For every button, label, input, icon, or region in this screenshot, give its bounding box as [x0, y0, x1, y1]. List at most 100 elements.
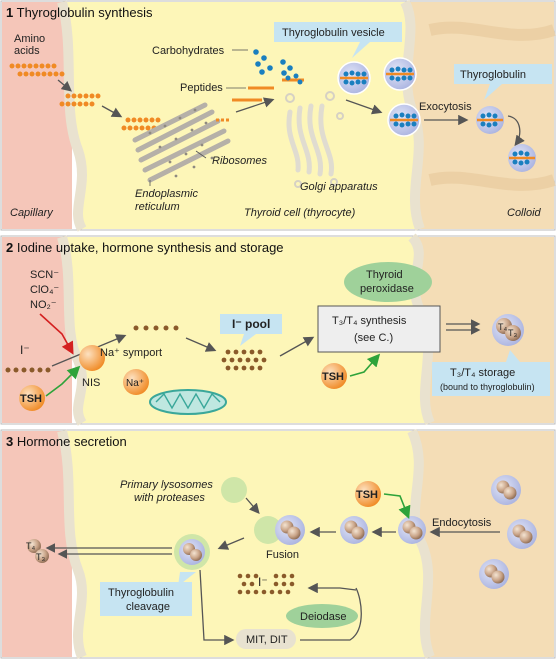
golgi-label: Golgi apparatus — [300, 181, 378, 193]
synthesis-label-2: (see C.) — [354, 332, 393, 344]
panel-2-title: 2 Iodine uptake, hormone synthesis and s… — [6, 240, 284, 255]
no2-label: NO₂⁻ — [30, 299, 57, 311]
iodide-dots-cell — [133, 325, 179, 331]
vesicle-callout — [274, 22, 402, 42]
arrow-to-golgi — [235, 97, 275, 113]
deiodase-label: Deiodase — [300, 611, 346, 623]
vesicle-1 — [337, 61, 371, 95]
cell-label: Thyroid cell (thyrocyte) — [244, 207, 356, 219]
arrow-to-exocytosis — [345, 99, 383, 115]
ribosomes-label: Ribosomes — [212, 155, 268, 167]
exocytosis-label: Exocytosis — [419, 101, 472, 113]
secondary-lysosome — [174, 534, 210, 570]
carbohydrates-label: Carbohydrates — [152, 45, 225, 57]
pool-label: I⁻ pool — [232, 317, 270, 331]
panel-2: 2 Iodine uptake, hormone synthesis and s… — [0, 233, 556, 426]
panel-1-title: 1 Thyroglobulin synthesis — [6, 5, 153, 20]
tsh-ball-1 — [19, 385, 45, 411]
ribosomes-pointer — [195, 150, 207, 159]
synthesis-box — [317, 305, 441, 353]
basal-membrane — [57, 0, 87, 232]
mit-dit-pill — [236, 629, 296, 649]
thyroglobulin-callout — [454, 64, 552, 84]
storage-label-2: (bound to thyroglobulin) — [440, 382, 535, 392]
to-cleavage-arrow — [217, 537, 245, 550]
mitochondrion — [149, 389, 227, 415]
t4-label: T₄ — [498, 322, 507, 332]
tsh-label-1: TSH — [20, 393, 42, 405]
cleavage-callout — [100, 582, 192, 616]
panel-3-title: 3 Hormone secretion — [6, 434, 127, 449]
panel-1: 1 Thyroglobulin synthesis Amino acids — [0, 0, 556, 232]
synthesis-label-1: T₃/T₄ synthesis — [332, 315, 407, 327]
peroxidase-label-2: peroxidase — [360, 283, 414, 295]
vesicle-2 — [383, 57, 417, 91]
iodide-pool — [221, 349, 267, 371]
thyroglobulin-label: Thyroglobulin — [460, 69, 526, 81]
ribosome-dots — [148, 108, 214, 178]
na-label: Na⁺ — [126, 378, 144, 389]
er-label-1: Endoplasmic — [135, 188, 198, 200]
tsh-stimulate-arrow-1 — [45, 365, 81, 397]
capillary-label: Capillary — [10, 207, 54, 219]
nis-transporter — [79, 345, 105, 371]
lysosomes-label-1: Primary lysosomes — [120, 479, 213, 491]
clo4-label: ClO₄⁻ — [30, 284, 59, 296]
to-pool-arrow — [185, 337, 217, 352]
scn-label: SCN⁻ — [30, 269, 59, 281]
thyroglobulin-colloid-1 — [476, 106, 504, 134]
peptides-label: Peptides — [180, 82, 223, 94]
iodide-dots-outside — [5, 367, 51, 373]
colloid-label: Colloid — [507, 207, 542, 219]
storage-label-1: T₃/T₄ storage — [450, 367, 515, 379]
tsh-label-3: TSH — [356, 489, 378, 501]
primary-lysosome — [221, 477, 247, 503]
arrow-colloid — [507, 115, 525, 147]
tsh-label-2: TSH — [322, 371, 344, 383]
inhibitor-arrow — [39, 313, 74, 355]
er-label-2: reticulum — [135, 201, 180, 213]
sodium-ion — [123, 369, 149, 395]
panel-3: 3 Hormone secretion Primary lysosomes wi… — [0, 428, 556, 659]
lysosomes-label-2: with proteases — [134, 492, 205, 504]
cleavage-label-1: Thyroglobulin — [108, 587, 174, 599]
thyroglobulin-colloid-2 — [508, 144, 536, 172]
fusion-label: Fusion — [266, 549, 299, 561]
tsh-stimulate-arrow-2 — [349, 353, 381, 377]
endoplasmic-reticulum — [132, 102, 231, 183]
fusion-complex — [254, 515, 305, 545]
t3-label: T₃ — [508, 328, 517, 338]
na-symport-label: Na⁺ symport — [100, 347, 162, 359]
released-hormones — [27, 539, 49, 563]
amino-label: Amino — [14, 33, 45, 45]
vesicle-3 — [387, 103, 421, 137]
to-deiodase-arrow — [300, 587, 362, 641]
to-synthesis-arrow — [279, 336, 315, 357]
iodide-recycled-label: I⁻ — [258, 575, 268, 589]
recycled-iodide — [237, 573, 295, 595]
to-mit-dit-arrow — [199, 569, 235, 646]
lysosome-arrow — [245, 497, 260, 514]
cleavage-label-2: cleavage — [126, 601, 170, 613]
vesicle-label: Thyroglobulin vesicle — [282, 27, 385, 39]
t3-released-label: T₃ — [36, 552, 45, 562]
capillary-region — [2, 2, 72, 229]
tsh-ball-3 — [355, 481, 381, 507]
deiodase-blob — [286, 604, 358, 628]
mit-dit-label: MIT, DIT — [246, 634, 288, 646]
arrow-amino-in — [57, 79, 72, 92]
pool-callout — [220, 314, 282, 334]
storage-callout — [432, 362, 550, 396]
amino-acid-chain — [9, 63, 161, 131]
colloid-thyroglobulin — [479, 475, 537, 589]
carbohydrate-dots — [253, 49, 293, 76]
to-iodide-arrow — [307, 582, 357, 594]
t4-released-label: T₄ — [26, 541, 35, 551]
golgi-apparatus — [286, 103, 335, 177]
nis-label: NIS — [82, 377, 100, 389]
tsh-stimulate-arrow-3 — [383, 493, 411, 519]
endocytosis-label: Endocytosis — [432, 517, 492, 529]
iodide-label: I⁻ — [20, 343, 30, 357]
tsh-ball-2 — [321, 363, 347, 389]
